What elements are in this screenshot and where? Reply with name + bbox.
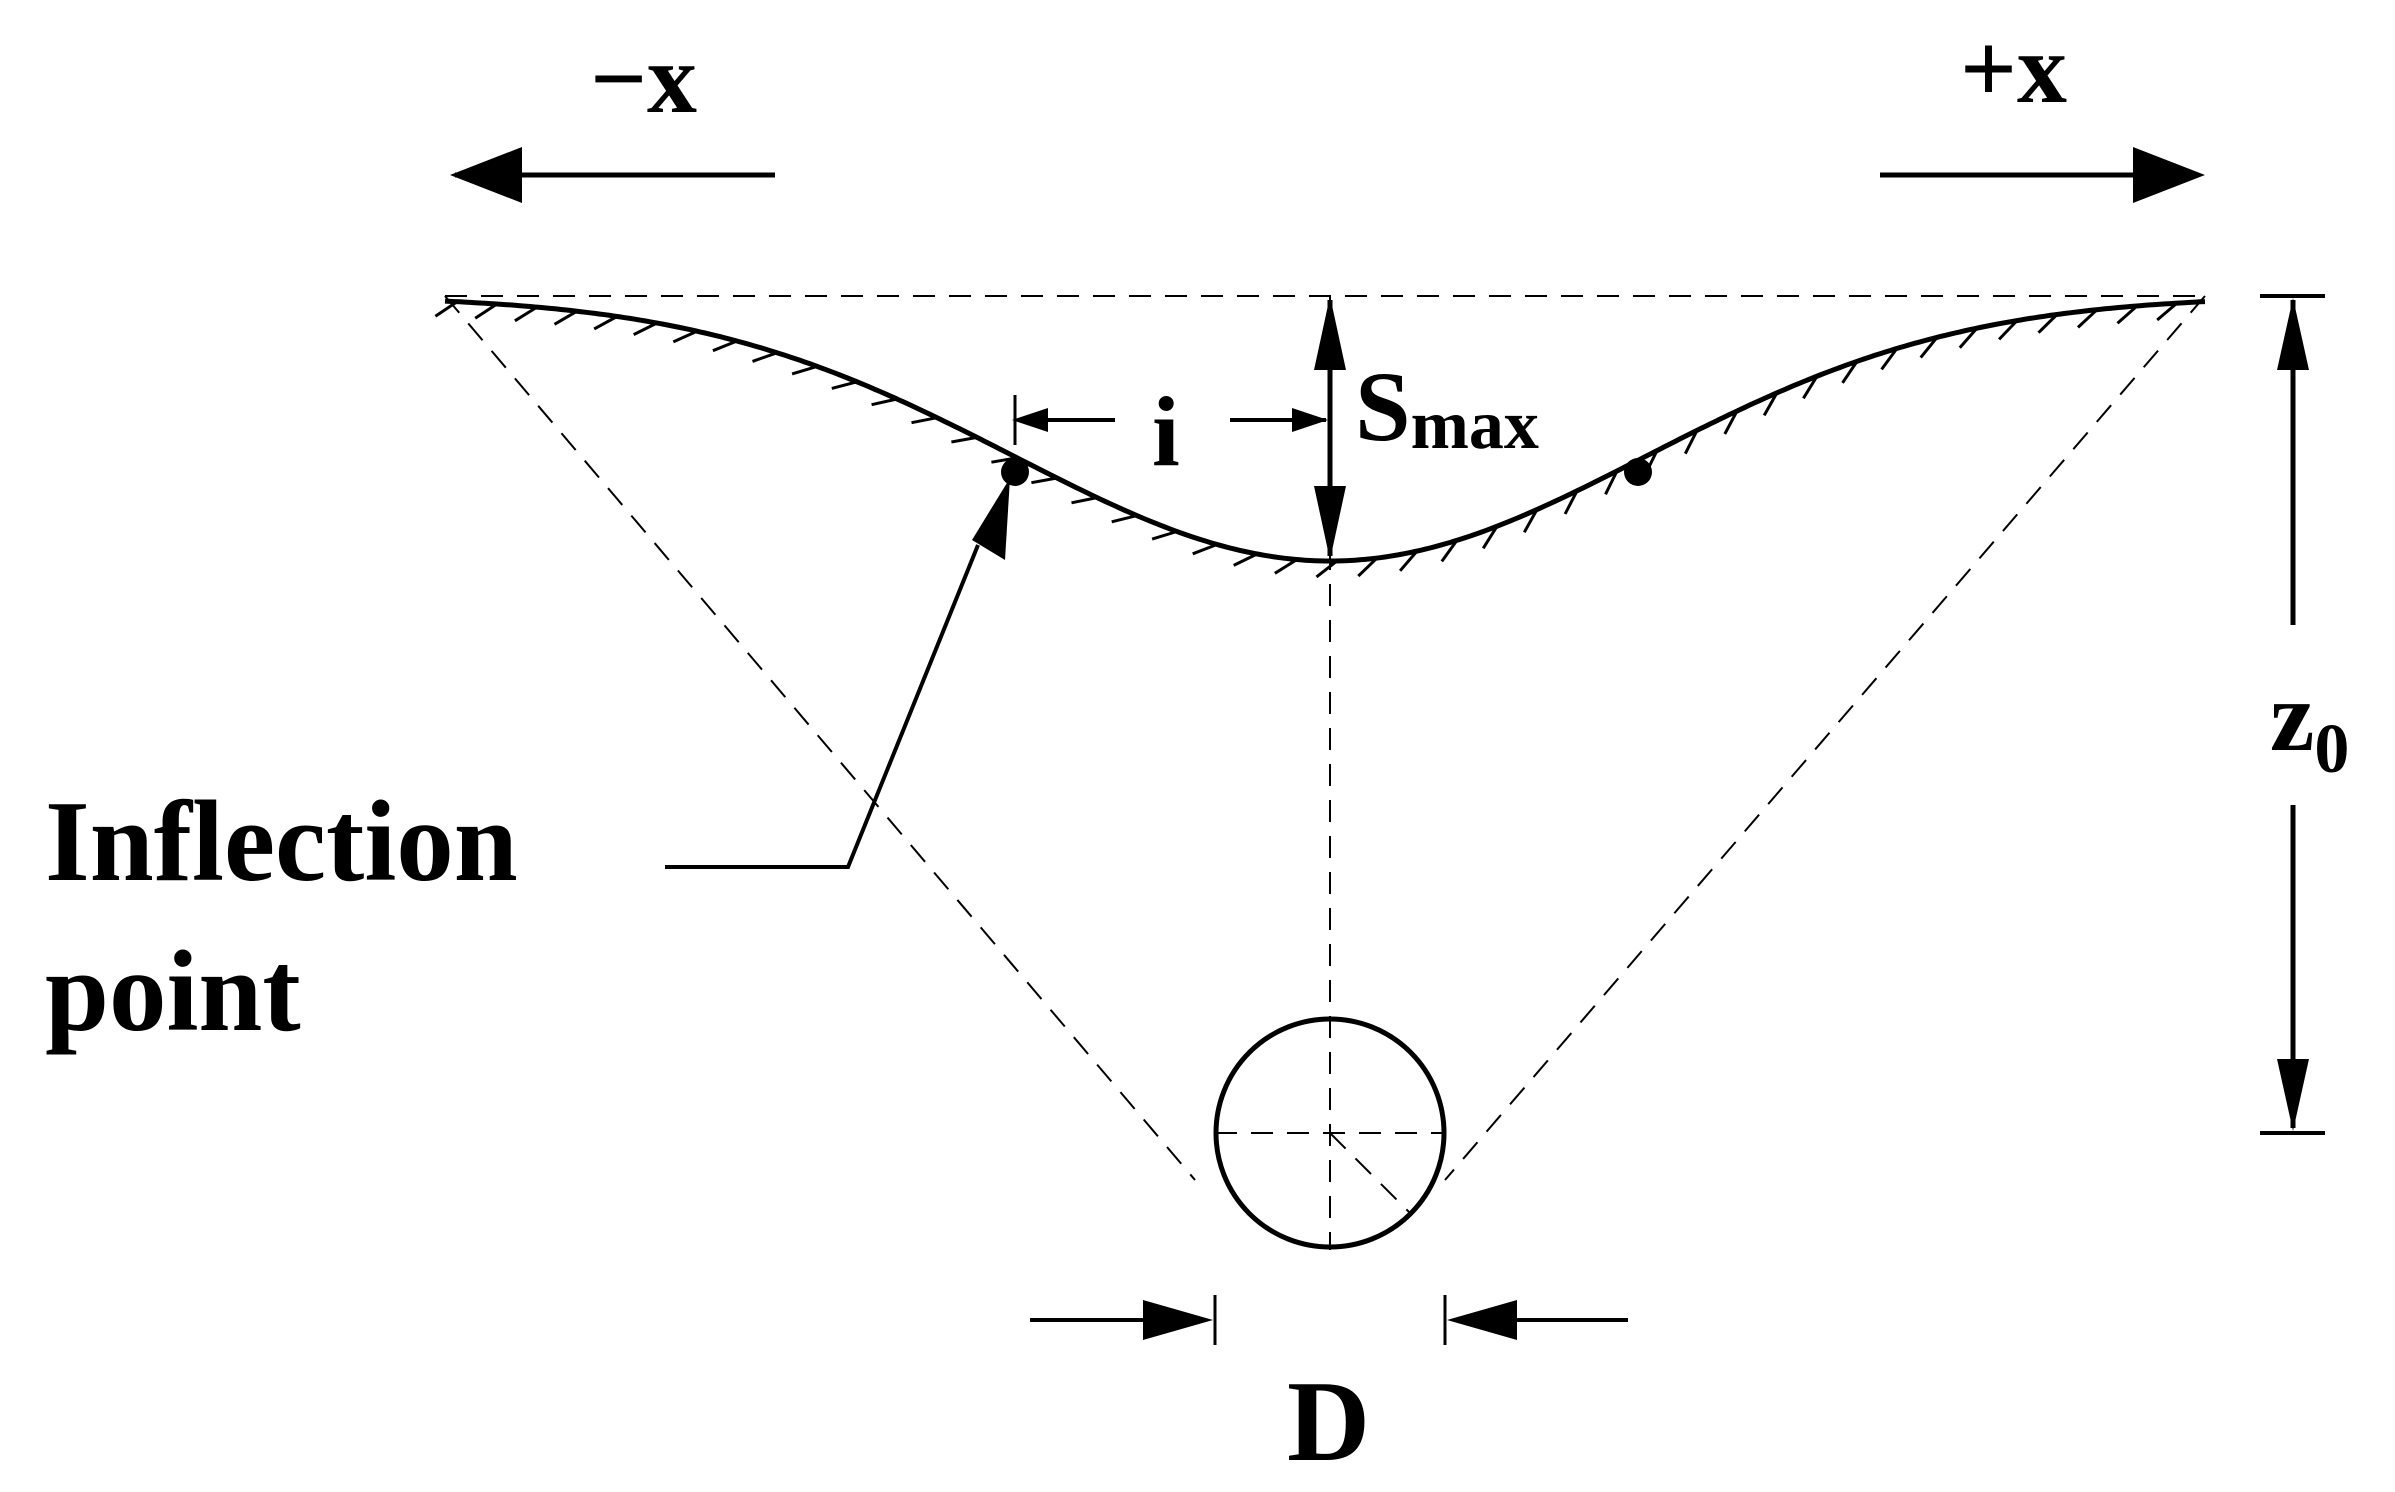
hatch-mark [831, 380, 858, 390]
left-influence-line [444, 295, 1196, 1181]
z0-label: z0 [2270, 661, 2349, 788]
negative-x-label: −x [590, 23, 697, 134]
smax-label: Smax [1355, 351, 1539, 464]
hatch-mark [633, 321, 658, 336]
z0-arrowhead-top [2277, 298, 2309, 370]
tunnel-radius-line [1329, 1132, 1411, 1214]
hatch-mark [1604, 470, 1619, 495]
settlement-trough [434, 298, 2206, 579]
inflection-point-right [1624, 458, 1652, 486]
hatch-mark [1481, 525, 1499, 550]
hatch-mark [1683, 429, 1699, 455]
hatch-mark [1151, 530, 1178, 541]
hatch-mark [1398, 550, 1419, 572]
hatch-mark [1998, 319, 2019, 341]
i-label: i [1152, 376, 1180, 487]
hatch-mark [1762, 392, 1779, 417]
z0-arrowhead-bottom [2277, 1059, 2309, 1131]
inflection-leader-arrowhead [972, 478, 1010, 560]
hatch-mark [1563, 490, 1579, 515]
hatch-mark [951, 435, 978, 444]
positive-x-label: +x [1960, 13, 2067, 124]
hatch-mark [434, 300, 458, 318]
hatch-mark [593, 315, 618, 331]
hatch-mark [1723, 410, 1739, 435]
hatch-mark [911, 416, 938, 425]
inflection-point-left [1001, 458, 1029, 486]
hatch-mark [2116, 304, 2138, 325]
hatch-mark [1233, 552, 1258, 567]
inflection-label-line2: point [45, 928, 301, 1055]
inflection-label-line1: Inflection [45, 778, 518, 905]
hatch-mark [752, 351, 778, 363]
tunnel-circle [1213, 1016, 1447, 1250]
d-label: D [1287, 1358, 1370, 1485]
hatch-mark [1440, 539, 1459, 563]
i-arrow-left [1012, 408, 1048, 432]
hatch-mark [1880, 347, 1899, 371]
hatch-mark [1802, 375, 1819, 400]
d-arrow-left-head [1143, 1300, 1213, 1340]
hatch-mark [1111, 514, 1138, 524]
hatch-mark [553, 309, 578, 326]
hatch-mark [2076, 308, 2099, 329]
smax-arrowhead-bottom [1314, 486, 1346, 560]
dashed-guides [444, 295, 2206, 1250]
hatch-mark [1071, 496, 1098, 505]
hatch-mark [871, 397, 898, 407]
hatch-mark [2156, 301, 2178, 322]
hatch-mark [474, 302, 498, 320]
hatch-mark [1919, 336, 1939, 359]
hatch-mark [514, 305, 538, 323]
hatch-mark [1841, 360, 1859, 384]
i-arrow-right [1292, 408, 1328, 432]
hatch-mark [1958, 327, 1979, 349]
hatch-mark [1522, 508, 1539, 534]
hatch-mark [672, 329, 698, 344]
d-arrow-right-head [1447, 1300, 1517, 1340]
hatch-mark [1192, 543, 1218, 556]
hatch-mark [791, 364, 818, 376]
trough-curve [444, 298, 2206, 564]
smax-arrowhead-top [1314, 296, 1346, 370]
hatch-mark [1357, 557, 1379, 578]
positive-x-arrowhead [2133, 147, 2205, 203]
hatch-mark [1274, 558, 1298, 575]
inflection-leader-line [665, 544, 980, 869]
hatch-mark [712, 339, 738, 353]
hatch-mark [1031, 476, 1058, 485]
right-influence-line [1444, 295, 2206, 1181]
hatch-mark [1315, 559, 1338, 579]
negative-x-arrowhead [450, 147, 522, 203]
hatch-mark [2037, 313, 2059, 334]
